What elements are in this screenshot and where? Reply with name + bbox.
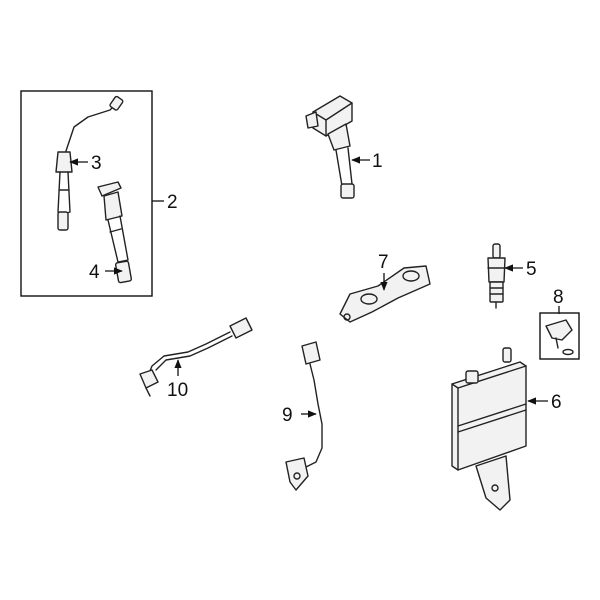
callout-3: 3 [91,153,102,174]
callout-8: 8 [553,287,564,308]
ignition-coil [305,95,355,199]
callout-10: 10 [167,380,188,401]
spark-plug-wire-long [55,95,124,231]
spark-plug-wire-short [97,181,133,284]
callout-1: 1 [372,151,383,172]
callout-2: 2 [167,192,178,213]
spark-plug [487,243,506,309]
cam-sensor [539,312,580,360]
oxygen-sensor [139,317,253,397]
callout-6: 6 [551,392,562,413]
callout-5: 5 [526,259,537,280]
wire-set-frame [20,90,153,297]
coil-bracket [339,265,431,323]
callout-9: 9 [282,405,293,426]
callout-4: 4 [89,262,100,283]
engine-control-module [451,347,527,511]
callout-7: 7 [378,252,389,273]
knock-sensor [285,341,323,491]
